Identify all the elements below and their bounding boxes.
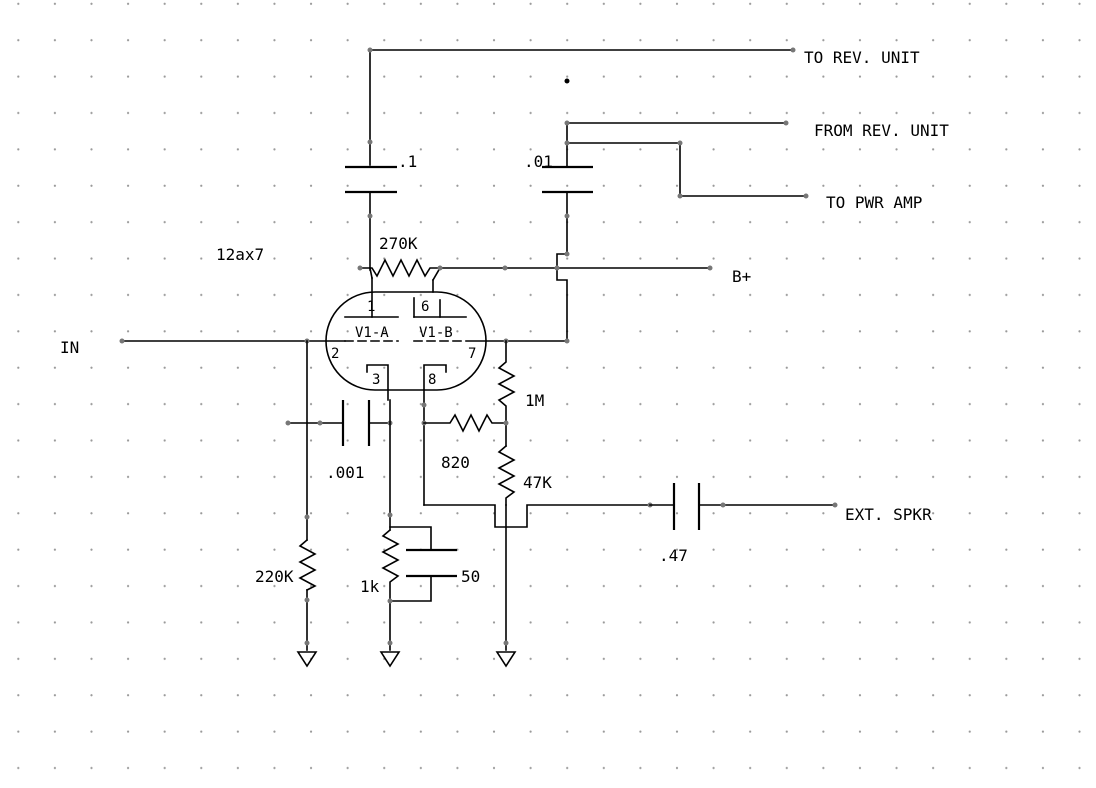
label-c1: .1: [398, 152, 417, 171]
pin-6: 6: [421, 299, 429, 315]
label-r-270k: 270K: [379, 234, 418, 253]
resistor-270k: [357, 258, 443, 282]
b-plus-rail: [439, 265, 713, 271]
pin-1: 1: [367, 299, 375, 315]
label-c-001: .001: [326, 463, 365, 482]
cathode-a-network: [379, 399, 457, 668]
label-r-820: 820: [441, 453, 470, 472]
capacitor-047: [647, 483, 838, 530]
label-r-220k: 220K: [255, 567, 294, 586]
label-to-power-amp: TO PWR AMP: [826, 193, 922, 212]
label-b-plus: B+: [732, 267, 751, 286]
pin-2: 2: [331, 346, 339, 362]
label-v1-a: V1-A: [355, 325, 389, 341]
label-speaker: EXT. SPKR: [845, 505, 932, 524]
stray-dot: [564, 78, 570, 84]
label-c2: .01: [524, 152, 553, 171]
label-from-reverb: FROM REV. UNIT: [814, 121, 949, 140]
label-r-1k: 1k: [360, 577, 380, 596]
pin-7: 7: [468, 346, 476, 362]
grid-b-wire: [465, 338, 570, 344]
label-input: IN: [60, 338, 79, 357]
capacitor-001: [285, 400, 393, 446]
pin-3: 3: [372, 372, 380, 388]
capacitor-c2: [542, 165, 593, 342]
cathode-b-network: [421, 340, 651, 668]
label-tube-type: 12ax7: [216, 245, 264, 264]
label-to-reverb: TO REV. UNIT: [804, 48, 920, 67]
to-reverb-wire: [367, 47, 796, 166]
resistor-220k: [296, 514, 318, 668]
pin-8: 8: [428, 372, 436, 388]
label-r-1m: 1M: [525, 391, 544, 410]
input-wire: [119, 338, 346, 541]
label-r-47k: 47K: [523, 473, 552, 492]
label-c-50: 50: [461, 567, 480, 586]
tube-12ax7: [325, 277, 487, 401]
label-c-047: .47: [659, 546, 688, 565]
capacitor-c1: [345, 165, 397, 271]
from-reverb-wire: [564, 120, 809, 199]
label-v1-b: V1-B: [419, 325, 453, 341]
